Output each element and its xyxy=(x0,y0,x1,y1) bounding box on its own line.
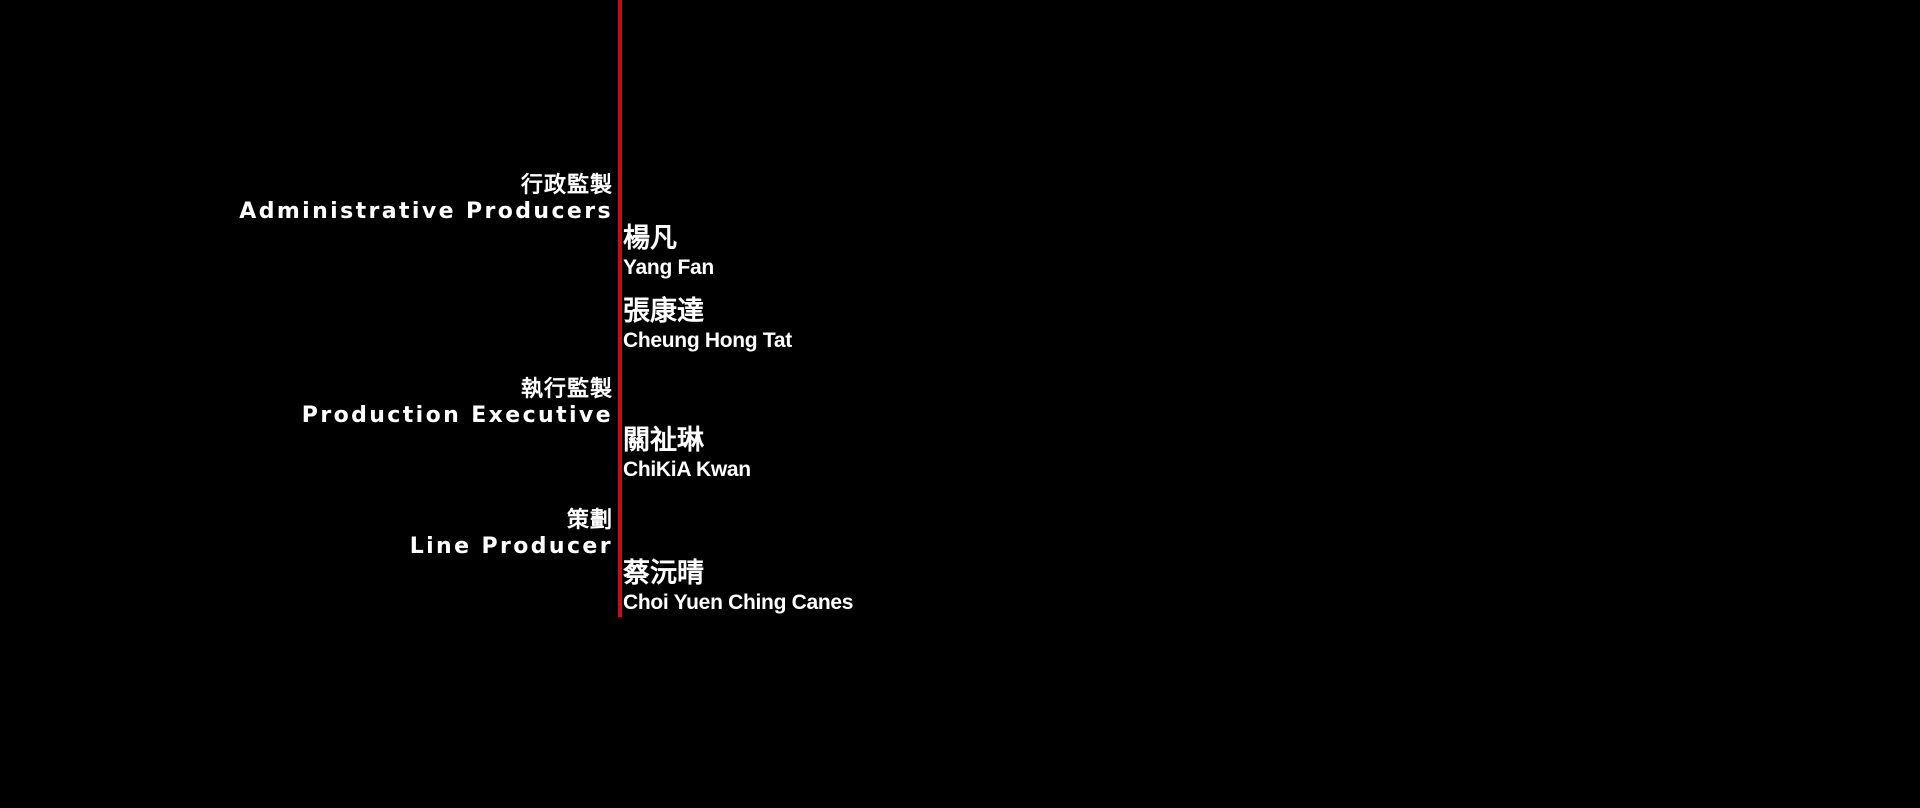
credit-person-cheung-hong-tat: 張康達 Cheung Hong Tat xyxy=(623,296,792,354)
role-title-en: Administrative Producers xyxy=(239,199,613,224)
person-name-zh: 張康達 xyxy=(623,296,704,327)
credit-person-choi-yuen-ching-canes: 蔡沅晴 Choi Yuen Ching Canes xyxy=(623,558,853,616)
person-name-zh: 關祉琳 xyxy=(623,425,704,456)
person-name-en: Yang Fan xyxy=(623,256,714,279)
person-name-en: ChiKiA Kwan xyxy=(623,458,751,481)
role-title-zh: 策劃 xyxy=(566,508,613,533)
credits-divider-line xyxy=(618,0,622,617)
role-title-en: Line Producer xyxy=(409,534,613,559)
person-name-zh: 楊凡 xyxy=(623,223,677,254)
role-production-executive: 執行監製 Production Executive xyxy=(302,377,613,429)
person-name-en: Cheung Hong Tat xyxy=(623,329,792,352)
role-title-zh: 執行監製 xyxy=(520,377,613,402)
role-line-producer: 策劃 Line Producer xyxy=(410,508,613,560)
person-name-en: Choi Yuen Ching Canes xyxy=(623,591,854,614)
credit-person-chikia-kwan: 關祉琳 ChiKiA Kwan xyxy=(623,425,751,483)
role-administrative-producers: 行政監製 Administrative Producers xyxy=(239,173,613,225)
credit-person-yang-fan: 楊凡 Yang Fan xyxy=(623,223,714,281)
role-title-en: Production Executive xyxy=(301,403,613,428)
role-title-zh: 行政監製 xyxy=(520,173,613,198)
person-name-zh: 蔡沅晴 xyxy=(623,558,704,589)
